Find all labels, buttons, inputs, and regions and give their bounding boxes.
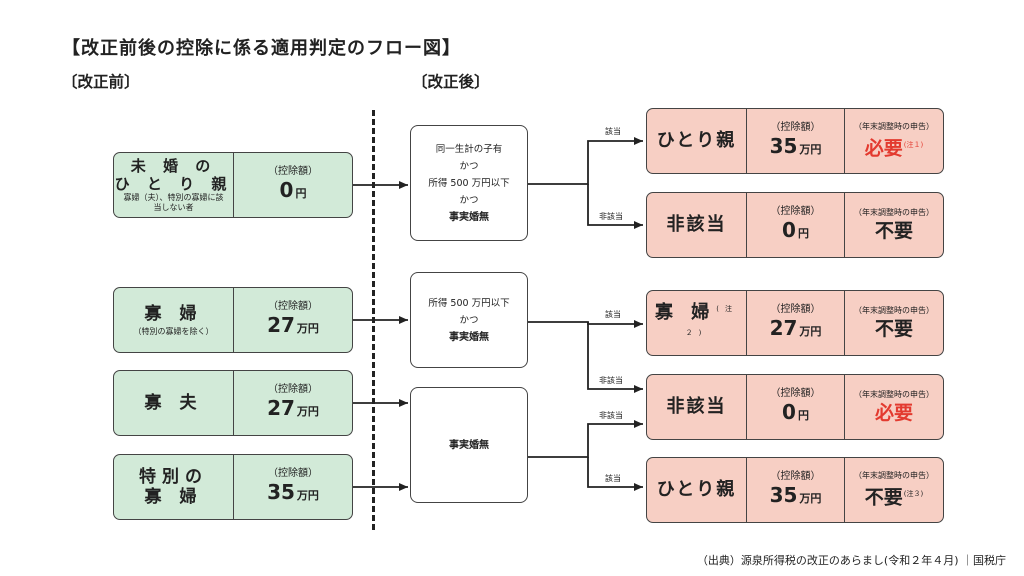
after-box-name: 寡 婦(注２) bbox=[647, 291, 747, 355]
branch-label-yes-2: 該当 bbox=[605, 310, 621, 319]
before-box-name: 寡 夫 bbox=[114, 371, 234, 435]
condition-box-3: 事実婚無 bbox=[410, 387, 528, 503]
after-box-declaration: （年末調整時の申告） 不要 bbox=[854, 305, 934, 340]
branch-label-no-2: 非該当 bbox=[599, 376, 623, 385]
branch-cond1-yes bbox=[528, 137, 643, 185]
after-box-declaration: （年末調整時の申告） 不要 bbox=[854, 207, 934, 242]
branch-label-yes-1: 該当 bbox=[605, 127, 621, 136]
before-box-subnote: 寡婦（夫）、特別の寡婦に該当しない者 bbox=[123, 193, 224, 212]
branch-cond1-no bbox=[587, 184, 643, 229]
before-box-unmarried-single-parent: 未 婚 の ひ と り 親 寡婦（夫）、特別の寡婦に該当しない者 （控除額） 0… bbox=[113, 152, 353, 218]
after-box-name: 非該当 bbox=[647, 193, 747, 257]
before-box-name: 特別の 寡 婦 bbox=[114, 455, 234, 519]
before-box-subnote: （特別の寡婦を除く） bbox=[133, 326, 214, 336]
branch-cond2-yes bbox=[528, 320, 643, 328]
after-box-declaration: （年末調整時の申告） 必要(注１) bbox=[854, 121, 934, 160]
source-credit: （出典）源泉所得税の改正のあらまし(令和２年４月) ｜国税庁 bbox=[696, 554, 1006, 567]
after-box-declaration: （年末調整時の申告） 不要(注３) bbox=[854, 470, 934, 509]
condition-box-2: 所得 500 万円以下 かつ 事実婚無 bbox=[410, 272, 528, 368]
branch-label-no-1: 非該当 bbox=[599, 212, 623, 221]
before-box-name: 寡 婦 （特別の寡婦を除く） bbox=[114, 288, 234, 352]
diagram-title: 【改正前後の控除に係る適用判定のフロー図】 bbox=[62, 38, 461, 59]
after-box-name: ひとり親 bbox=[647, 109, 747, 173]
branch-label-yes-3: 該当 bbox=[605, 474, 621, 483]
branch-cond2-no bbox=[587, 322, 643, 393]
before-box-name: 未 婚 の ひ と り 親 寡婦（夫）、特別の寡婦に該当しない者 bbox=[114, 153, 234, 217]
condition-box-1: 同一生計の子有 かつ 所得 500 万円以下 かつ 事実婚無 bbox=[410, 125, 528, 241]
after-label: 〔改正後〕 bbox=[412, 73, 490, 91]
before-label: 〔改正前〕 bbox=[62, 73, 140, 91]
branch-cond3-no bbox=[528, 420, 643, 458]
branch-cond3-yes bbox=[587, 457, 643, 491]
after-box-name: ひとり親 bbox=[647, 458, 747, 522]
branch-label-no-3: 非該当 bbox=[599, 411, 623, 420]
after-box-name: 非該当 bbox=[647, 375, 747, 439]
after-box-declaration: （年末調整時の申告） 必要 bbox=[854, 389, 934, 424]
